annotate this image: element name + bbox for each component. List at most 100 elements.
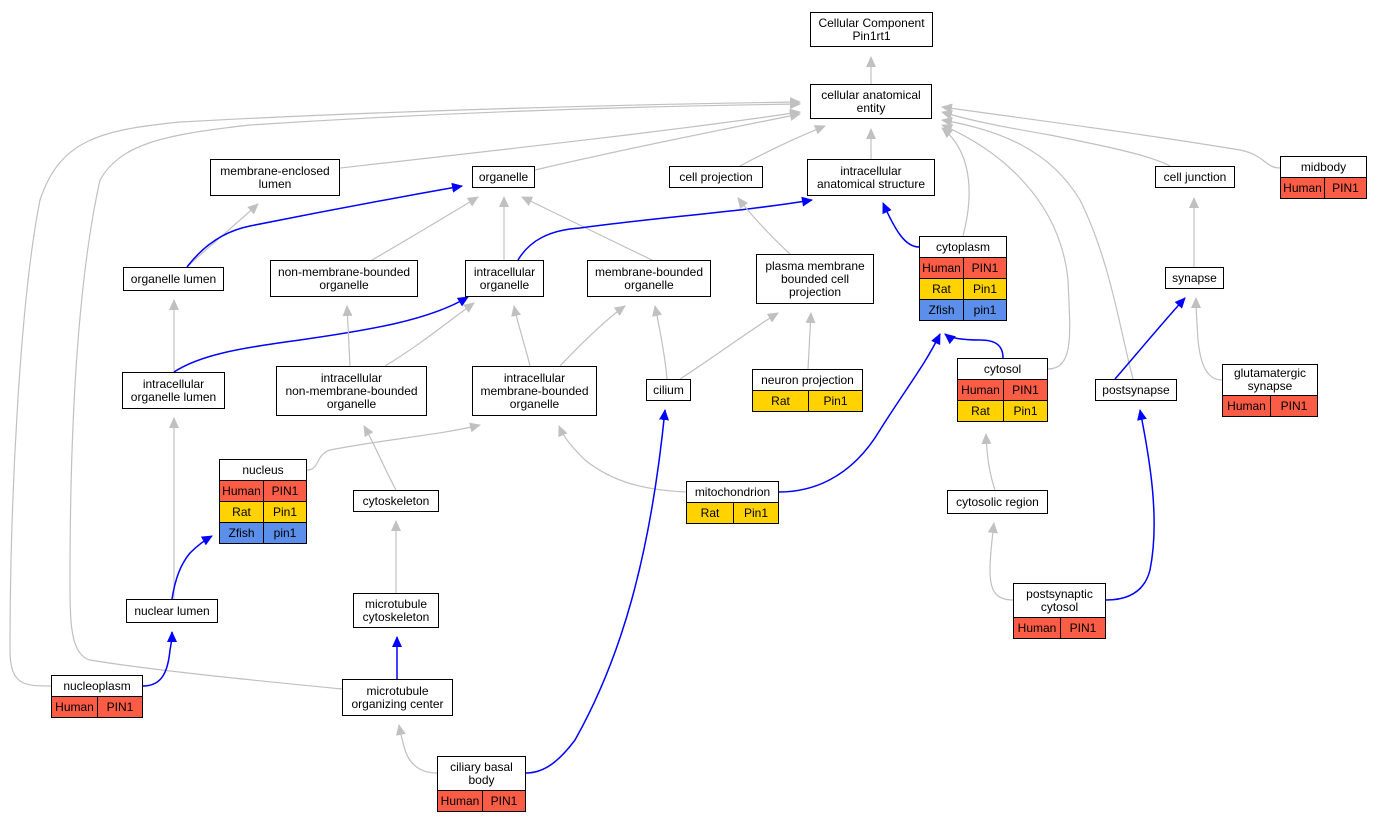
edge-midbody-to-cellular-anatomical-entity [941,103,1281,169]
gene-symbol[interactable]: Pin1 [263,502,306,522]
edge-nucleoplasm-to-cellular-anatomical-entity [9,97,801,687]
species-label: Human [1283,181,1322,195]
node-nucleoplasm[interactable]: nucleoplasm [51,675,143,697]
node-nuclear-lumen[interactable]: nuclear lumen [126,599,218,623]
gene-row: Zfish pin1 [220,522,306,543]
edge-membrane-bounded-organelle-to-organelle [521,196,653,261]
gene-symbol[interactable]: PIN1 [97,697,142,717]
gene-symbol[interactable]: PIN1 [482,791,525,811]
edge-postsynapse-to-synapse [1114,297,1186,380]
node-cytosolic-region[interactable]: cytosolic region [947,490,1048,514]
node-neuron-projection[interactable]: neuron projection [752,369,863,391]
node-midbody[interactable]: midbody [1280,156,1367,178]
edge-cytosol-to-cytoplasm [944,333,1004,359]
gene-symbol[interactable]: Pin1 [963,279,1006,299]
edge-postsynapse-to-cellular-anatomical-entity [941,116,1134,380]
node-membrane-enclosed-lumen[interactable]: membrane-enclosed lumen [210,159,340,196]
edge-cytoplasm-to-cellular-anatomical-entity [941,127,970,237]
edge-intracellular-organelle-to-intracellular-anatomical-structure [517,196,813,261]
edge-nucleus-to-intracellular-membrane-bounded-organelle [306,422,481,471]
edge-plasma-membrane-bounded-cell-projection-to-cell-projection [737,197,791,255]
node-synapse[interactable]: synapse [1165,267,1224,289]
gene-symbol[interactable]: Pin1 [808,391,862,411]
node-plasma-membrane-bounded-cell-projection[interactable]: plasma membrane bounded cell projection [756,254,874,304]
node-cell-projection[interactable]: cell projection [669,166,763,188]
gene-symbol[interactable]: PIN1 [963,258,1006,278]
edge-ciliary-basal-body-to-microtubule-organizing-center [396,724,438,774]
node-intracellular-organelle-lumen[interactable]: intracellular organelle lumen [122,372,225,409]
node-cilium[interactable]: cilium [646,379,691,401]
node-intracellular-non-membrane-bounded-organelle[interactable]: intracellular non-membrane-bounded organ… [276,366,427,416]
node-ciliary-basal-body[interactable]: ciliary basal body [437,756,526,791]
node-microtubule-cytoskeleton[interactable]: microtubule cytoskeleton [353,593,439,628]
gene-symbol[interactable]: Pin1 [733,503,778,523]
gene-symbol[interactable]: Pin1 [1003,401,1047,421]
node-mitochondrion[interactable]: mitochondrion [686,481,779,503]
gene-row: Rat Pin1 [753,390,862,411]
species-label: Rat [771,394,790,408]
edge-intracellular-non-membrane-bounded-organelle-to-non-membrane-bounded-organelle [342,305,353,367]
node-cytoskeleton[interactable]: cytoskeleton [353,490,439,512]
node-organelle-lumen[interactable]: organelle lumen [123,267,224,291]
gene-table-glutamatergic-synapse: Human PIN1 [1222,395,1318,417]
edge-cytoplasm-to-intracellular-anatomical-structure [882,202,920,248]
node-nucleus[interactable]: nucleus [219,459,307,481]
node-membrane-bounded-organelle[interactable]: membrane-bounded organelle [587,260,711,297]
edge-postsynaptic-cytosol-to-postsynapse [1105,409,1155,601]
edge-ciliary-basal-body-to-cilium [525,409,669,774]
node-cytoplasm[interactable]: cytoplasm [919,236,1007,258]
node-postsynaptic-cytosol[interactable]: postsynaptic cytosol [1013,583,1106,618]
node-cellular-anatomical-entity[interactable]: cellular anatomical entity [810,84,932,119]
gene-symbol[interactable]: PIN1 [1324,178,1366,198]
edge-cytosol-to-cellular-anatomical-entity [941,124,1071,370]
gene-row: Rat Pin1 [958,400,1047,421]
gene-row: Human PIN1 [1223,395,1317,416]
node-intracellular-membrane-bounded-organelle[interactable]: intracellular membrane-bounded organelle [472,366,597,416]
edge-intracellular-non-membrane-bounded-organelle-to-intracellular-organelle [384,302,475,367]
edge-cytosolic-region-to-cytosol [981,433,996,491]
node-postsynapse[interactable]: postsynapse [1095,379,1177,401]
node-cytosol[interactable]: cytosol [957,358,1048,380]
node-non-membrane-bounded-organelle[interactable]: non-membrane-bounded organelle [270,260,418,297]
node-cell-junction[interactable]: cell junction [1155,166,1235,188]
species-label: Human [1227,399,1266,413]
gene-symbol[interactable]: PIN1 [1003,380,1047,400]
node-microtubule-organizing-center[interactable]: microtubule organizing center [342,679,453,716]
species-label: Human [922,261,961,275]
gene-symbol[interactable]: pin1 [963,300,1006,320]
edge-microtubule-organizing-center-to-cellular-anatomical-entity [69,99,801,690]
node-intracellular-anatomical-structure[interactable]: intracellular anatomical structure [807,159,935,196]
node-glutamatergic-synapse[interactable]: glutamatergic synapse [1222,364,1318,396]
species-label: Rat [232,505,251,519]
edge-membrane-enclosed-lumen-to-cellular-anatomical-entity [339,108,801,169]
species-label: Rat [971,404,990,418]
node-organelle[interactable]: organelle [472,166,535,188]
gene-symbol[interactable]: PIN1 [263,481,306,501]
node-intracellular-organelle[interactable]: intracellular organelle [465,260,544,297]
edge-mitochondrion-to-intracellular-membrane-bounded-organelle [558,425,687,493]
gene-symbol[interactable]: PIN1 [1270,396,1317,416]
species-label: Human [440,794,480,808]
gene-symbol[interactable]: PIN1 [1060,618,1105,638]
edge-cilium-to-membrane-bounded-organelle [652,305,668,380]
species-label: Human [55,700,94,714]
edge-neuron-projection-to-plasma-membrane-bounded-cell-projection [805,312,816,370]
edge-nuclear-lumen-to-nucleus [171,535,213,600]
edge-organelle-to-cellular-anatomical-entity [534,111,801,171]
species-label: Human [961,383,1000,397]
edge-intracellular-membrane-bounded-organelle-to-intracellular-organelle [511,305,531,367]
node-cellular-component[interactable]: Cellular Component Pin1rt1 [810,12,933,47]
species-label: Zfish [228,526,255,540]
gene-symbol[interactable]: pin1 [263,523,306,543]
